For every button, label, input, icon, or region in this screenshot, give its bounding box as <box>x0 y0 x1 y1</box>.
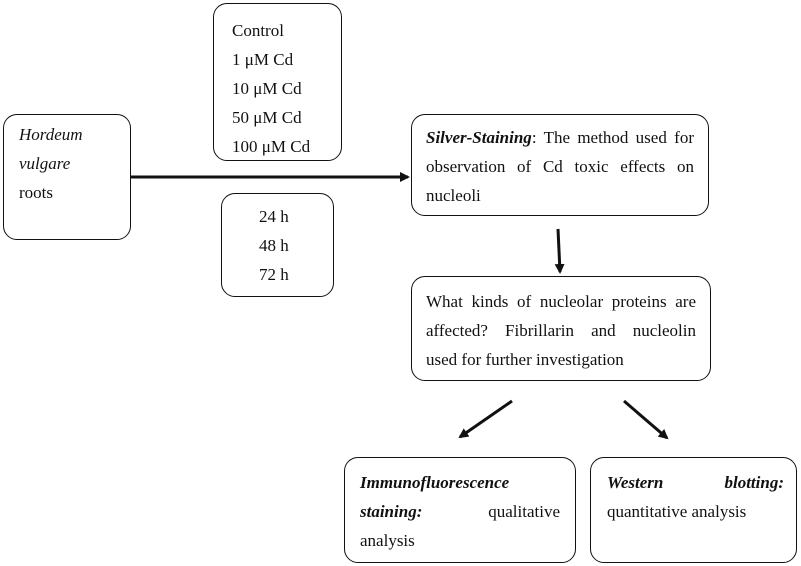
immuno-qualitative: qualitative <box>488 502 560 521</box>
silver-line-1: Silver-Staining: The method used for <box>426 123 694 152</box>
plant-species: vulgare <box>19 154 71 173</box>
arrow-to-western <box>623 399 669 440</box>
immuno-line-3: analysis <box>360 531 415 550</box>
duration-48: 48 h <box>259 236 289 255</box>
plant-genus: Hordeum <box>19 125 83 144</box>
question-line-1: What kinds of nucleolar proteins are <box>426 292 696 311</box>
arrow-silver-to-question <box>554 228 565 274</box>
immuno-title: Immunofluorescence <box>360 473 510 492</box>
western-line-1: Western blotting: <box>607 468 784 497</box>
silver-line-2: observation of Cd toxic effects on <box>426 157 694 176</box>
treatment-10: 10 μM Cd <box>232 79 302 98</box>
arrow-to-immuno <box>458 399 513 439</box>
question-line-3: used for further investigation <box>426 350 624 369</box>
treatment-100: 100 μM Cd <box>232 137 311 156</box>
treatment-1: 1 μM Cd <box>232 50 294 69</box>
treatment-control: Control <box>232 21 284 40</box>
plant-box: Hordeum vulgare roots <box>3 114 131 240</box>
immuno-line-2: staining: qualitative <box>360 497 560 526</box>
duration-24: 24 h <box>259 207 289 226</box>
plant-organ: roots <box>19 183 53 202</box>
western-blotting-box: Western blotting: quantitative analysis <box>590 457 797 563</box>
question-line-2: affected? Fibrillarin and nucleolin <box>426 321 696 340</box>
western-line-2: quantitative analysis <box>607 502 747 521</box>
duration-72: 72 h <box>259 265 289 284</box>
durations-box: 24 h 48 h 72 h <box>221 193 334 297</box>
silver-line-3: nucleoli <box>426 186 481 205</box>
immunofluorescence-box: Immunofluorescence staining: qualitative… <box>344 457 576 563</box>
question-box: What kinds of nucleolar proteins are aff… <box>411 276 711 381</box>
treatment-50: 50 μM Cd <box>232 108 302 127</box>
silver-line-1-rest: : The method used for <box>531 128 694 147</box>
immuno-title-2: staining: <box>360 502 423 521</box>
western-title-2: blotting: <box>724 473 784 492</box>
silver-staining-box: Silver-Staining: The method used for obs… <box>411 114 709 216</box>
silver-title: Silver-Staining <box>426 128 532 147</box>
western-title: Western <box>607 473 664 492</box>
treatments-box: Control 1 μM Cd 10 μM Cd 50 μM Cd 100 μM… <box>213 3 342 161</box>
